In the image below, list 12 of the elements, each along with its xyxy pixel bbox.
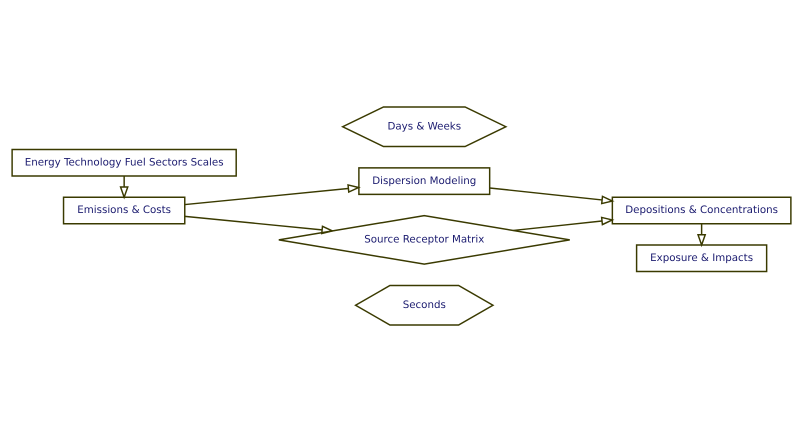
node-box: Exposure & Impacts bbox=[636, 244, 768, 272]
arrow bbox=[184, 184, 361, 206]
node-box: Depositions & Concentrations bbox=[612, 196, 792, 224]
arrow bbox=[120, 176, 129, 200]
arrow bbox=[490, 187, 615, 204]
node-box: Energy Technology Fuel Sectors Scales bbox=[11, 148, 237, 177]
arrow bbox=[513, 216, 614, 232]
node-box: Emissions & Costs bbox=[62, 196, 186, 224]
arrow bbox=[184, 216, 335, 234]
node-box: Dispersion Modeling bbox=[358, 167, 490, 196]
node-diamond: Source Receptor Matrix bbox=[278, 214, 570, 265]
arrow bbox=[696, 224, 706, 248]
